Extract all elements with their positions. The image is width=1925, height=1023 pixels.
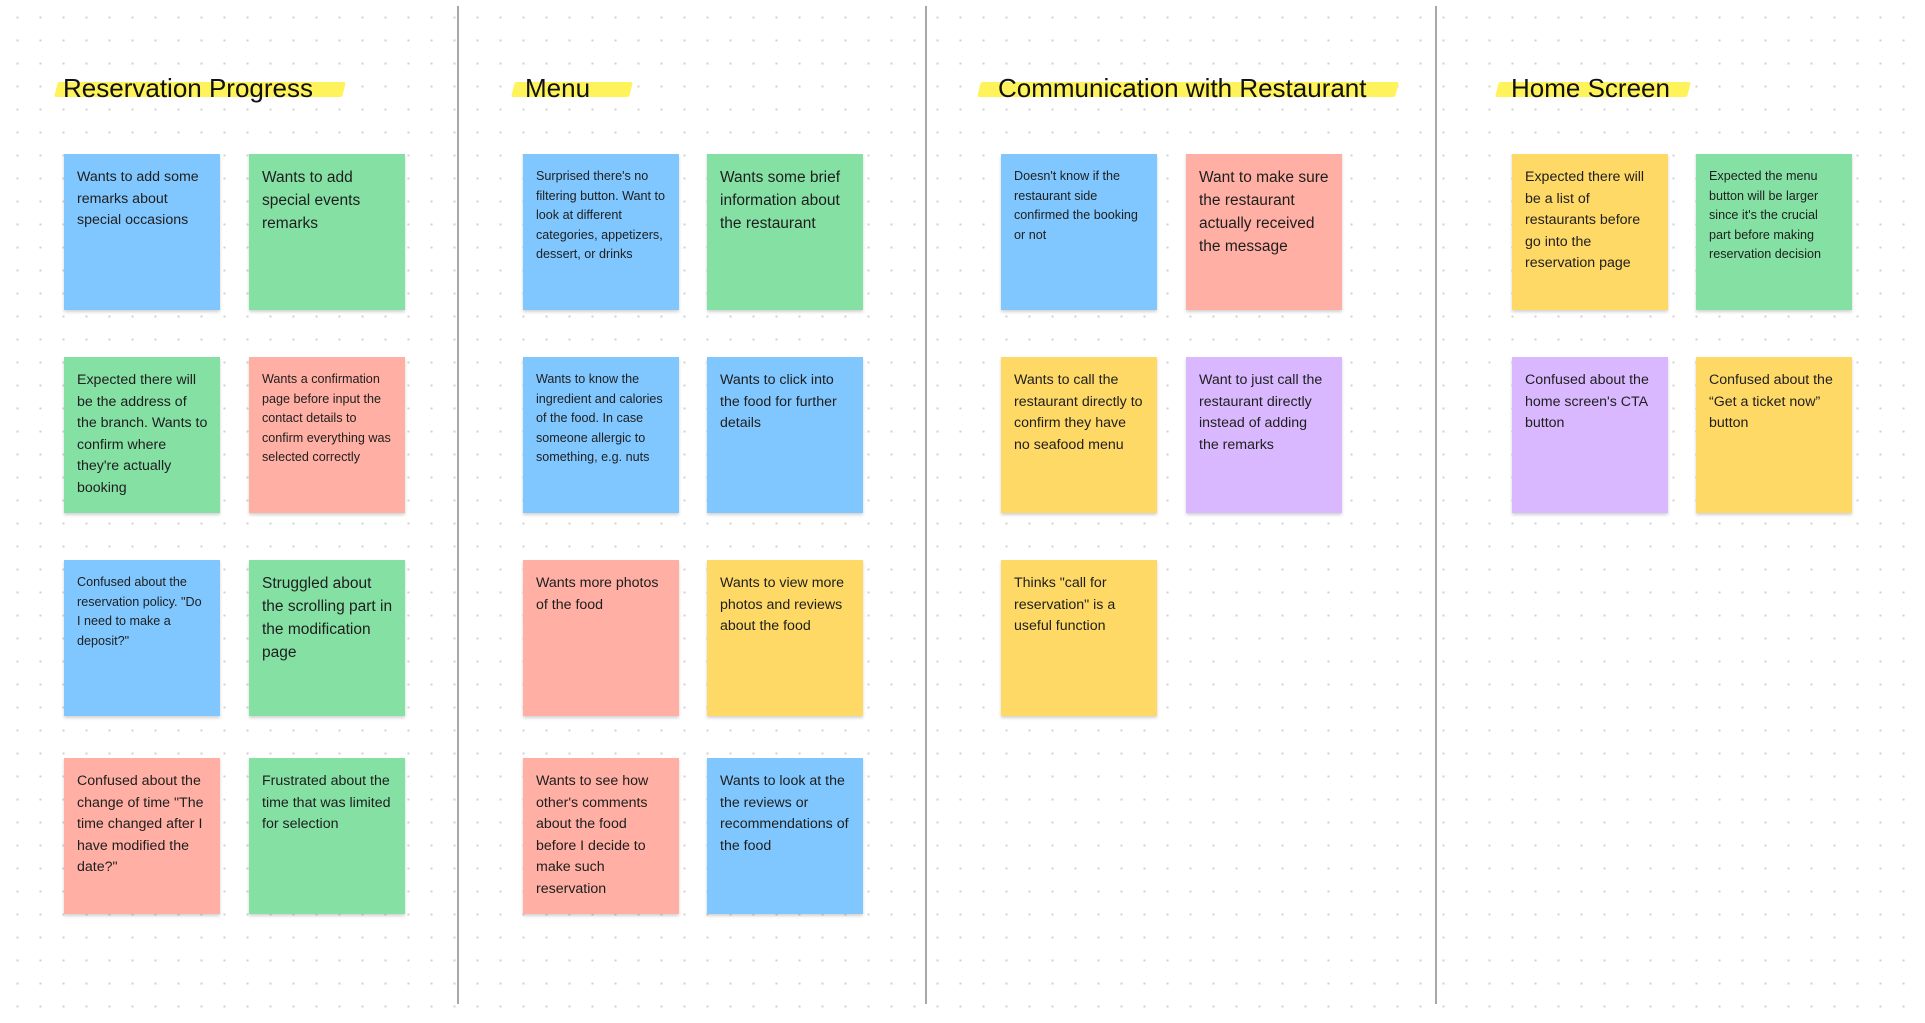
sticky-note[interactable]: Wants more photos of the food bbox=[523, 560, 679, 716]
sticky-note[interactable]: Confused about the change of time "The t… bbox=[64, 758, 220, 914]
sticky-note[interactable]: Surprised there's no filtering button. W… bbox=[523, 154, 679, 310]
sticky-note[interactable]: Wants to add special events remarks bbox=[249, 154, 405, 310]
sticky-note[interactable]: Wants to see how other's comments about … bbox=[523, 758, 679, 914]
section-title-communication[interactable]: Communication with Restaurant bbox=[998, 73, 1367, 103]
sticky-note[interactable]: Confused about the “Get a ticket now” bu… bbox=[1696, 357, 1852, 513]
sticky-note[interactable]: Thinks "call for reservation" is a usefu… bbox=[1001, 560, 1157, 716]
sticky-note[interactable]: Confused about the home screen's CTA but… bbox=[1512, 357, 1668, 513]
sticky-note[interactable]: Expected there will be the address of th… bbox=[64, 357, 220, 513]
sticky-note[interactable]: Expected the menu button will be larger … bbox=[1696, 154, 1852, 310]
sticky-note[interactable]: Wants to add some remarks about special … bbox=[64, 154, 220, 310]
sticky-note[interactable]: Doesn't know if the restaurant side conf… bbox=[1001, 154, 1157, 310]
sticky-note[interactable]: Want to just call the restaurant directl… bbox=[1186, 357, 1342, 513]
column-divider bbox=[457, 6, 459, 1004]
sticky-note[interactable]: Frustrated about the time that was limit… bbox=[249, 758, 405, 914]
section-title-reservation-progress[interactable]: Reservation Progress bbox=[63, 73, 313, 103]
column-divider bbox=[925, 6, 927, 1004]
sticky-note[interactable]: Wants to call the restaurant directly to… bbox=[1001, 357, 1157, 513]
sticky-note[interactable]: Wants to know the ingredient and calorie… bbox=[523, 357, 679, 513]
column-divider bbox=[1435, 6, 1437, 1004]
sticky-note[interactable]: Wants to view more photos and reviews ab… bbox=[707, 560, 863, 716]
sticky-note[interactable]: Wants some brief information about the r… bbox=[707, 154, 863, 310]
sticky-note[interactable]: Struggled about the scrolling part in th… bbox=[249, 560, 405, 716]
sticky-note[interactable]: Want to make sure the restaurant actuall… bbox=[1186, 154, 1342, 310]
section-title-menu[interactable]: Menu bbox=[525, 73, 591, 103]
sticky-note[interactable]: Wants to look at the the reviews or reco… bbox=[707, 758, 863, 914]
section-title-home-screen[interactable]: Home Screen bbox=[1511, 73, 1670, 103]
sticky-note[interactable]: Confused about the reservation policy. "… bbox=[64, 560, 220, 716]
sticky-note[interactable]: Expected there will be a list of restaur… bbox=[1512, 154, 1668, 310]
sticky-note[interactable]: Wants to click into the food for further… bbox=[707, 357, 863, 513]
sticky-note[interactable]: Wants a confirmation page before input t… bbox=[249, 357, 405, 513]
